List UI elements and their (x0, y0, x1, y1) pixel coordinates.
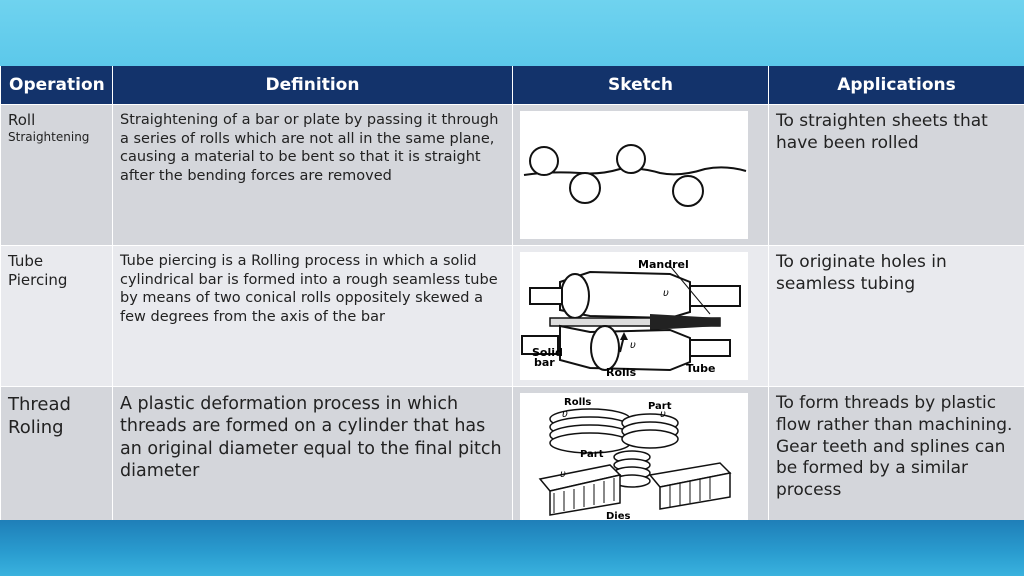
label-mandrel: Mandrel (638, 258, 689, 271)
sketch-cell: Rolls Part Part Dies υ υ υ (512, 386, 769, 535)
label-solid: Solid (532, 346, 563, 359)
sketch-cell (512, 104, 769, 246)
label-velocity-2: υ (630, 340, 636, 351)
label-velocity-3: υ (560, 469, 566, 480)
label-velocity-1: υ (663, 288, 669, 299)
table-row: Roll Straightening Straightening of a ba… (0, 104, 1024, 246)
label-rolls: Rolls (606, 366, 637, 379)
table-row: Thread Roling A plastic deformation proc… (0, 386, 1024, 535)
header-applications: Applications (768, 66, 1024, 105)
label-rolls: Rolls (564, 397, 591, 408)
definition-cell: Tube piercing is a Rolling process in wh… (112, 245, 513, 387)
operation-cell: Roll Straightening (0, 104, 113, 246)
label-part-mid: Part (580, 449, 604, 460)
operations-table: Operation Definition Sketch Applications… (0, 66, 1024, 535)
operation-cell: Thread Roling (0, 386, 113, 535)
roll-straightening-sketch (520, 111, 748, 239)
application-cell: To originate holes in seamless tubing (768, 245, 1024, 387)
label-velocity-1: υ (562, 409, 568, 420)
operation-name-second: Straightening (8, 130, 90, 145)
label-part-top: Part (648, 401, 672, 412)
sketch-cell: Mandrel υ υ Solid bar Rolls Tube (512, 245, 769, 387)
label-bar: bar (534, 356, 555, 369)
header-sketch: Sketch (512, 66, 769, 105)
top-banner (0, 0, 1024, 66)
operation-name-first: Roll (8, 111, 36, 129)
table-row: Tube Piercing Tube piercing is a Rolling… (0, 245, 1024, 387)
definition-cell: A plastic deformation process in which t… (112, 386, 513, 535)
tube-piercing-sketch: Mandrel υ υ Solid bar Rolls Tube (520, 252, 748, 380)
bottom-banner (0, 520, 1024, 576)
thread-rolling-sketch: Rolls Part Part Dies υ υ υ (520, 393, 748, 521)
header-row: Operation Definition Sketch Applications (0, 66, 1024, 105)
definition-cell: Straightening of a bar or plate by passi… (112, 104, 513, 246)
header-definition: Definition (112, 66, 513, 105)
header-operation: Operation (0, 66, 113, 105)
application-cell: To form threads by plastic flow rather t… (768, 386, 1024, 535)
application-cell: To straighten sheets that have been roll… (768, 104, 1024, 246)
label-dies: Dies (606, 511, 631, 521)
label-velocity-2: υ (660, 409, 666, 420)
operation-cell: Tube Piercing (0, 245, 113, 387)
label-tube: Tube (686, 362, 715, 375)
